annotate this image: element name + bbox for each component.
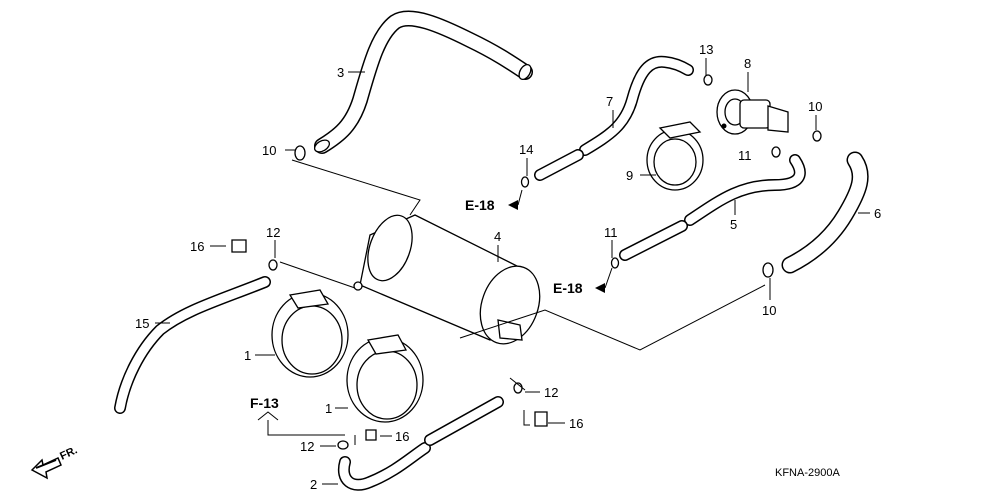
- callout-1-lower: 1: [325, 401, 332, 416]
- front-label: FR.: [58, 444, 79, 462]
- callout-2: 2: [310, 477, 317, 492]
- callout-6: 6: [874, 206, 881, 221]
- callout-10-bottom: 10: [762, 303, 776, 318]
- callout-4: 4: [494, 229, 501, 244]
- callout-16-left: 16: [190, 239, 204, 254]
- section-ref-e18-right: E-18: [553, 280, 583, 296]
- section-ref-f13: F-13: [250, 395, 279, 411]
- clamps: [268, 74, 822, 450]
- callout-13: 13: [699, 42, 713, 57]
- band-1-upper: [271, 289, 349, 378]
- canister-4: [353, 214, 541, 345]
- callout-9: 9: [626, 168, 633, 183]
- callout-16-right: 16: [569, 416, 583, 431]
- front-arrow-icon: [30, 456, 62, 480]
- band-9: [646, 121, 704, 191]
- callout-10-left: 10: [262, 143, 276, 158]
- band-1-lower: [346, 334, 424, 423]
- valve-8: [716, 89, 789, 135]
- hose-7: [534, 55, 694, 181]
- callout-12-left: 12: [266, 225, 280, 240]
- callout-8: 8: [744, 56, 751, 71]
- drawing-code: KFNA-2900A: [775, 467, 840, 479]
- callout-16-bottom: 16: [395, 429, 409, 444]
- hose-5: [619, 154, 806, 261]
- callout-12-bottom: 12: [300, 439, 314, 454]
- callout-15: 15: [135, 316, 149, 331]
- callout-11-top: 11: [738, 148, 752, 163]
- callout-5: 5: [730, 217, 737, 232]
- grommets-16: [231, 239, 548, 441]
- leader-lines: [155, 58, 870, 485]
- callout-14: 14: [519, 142, 533, 157]
- section-ref-e18-top: E-18: [465, 197, 495, 213]
- callout-11-right: 11: [604, 225, 618, 240]
- callout-10-top-right: 10: [808, 99, 822, 114]
- callout-12-right: 12: [544, 385, 558, 400]
- callout-7: 7: [606, 94, 613, 109]
- callout-1-upper: 1: [244, 348, 251, 363]
- connection-lines: [257, 159, 766, 445]
- hose-15: [114, 276, 271, 414]
- hose-6: [781, 151, 869, 274]
- hose-3: [313, 10, 533, 154]
- hose-2: [337, 396, 504, 491]
- callout-3: 3: [337, 65, 344, 80]
